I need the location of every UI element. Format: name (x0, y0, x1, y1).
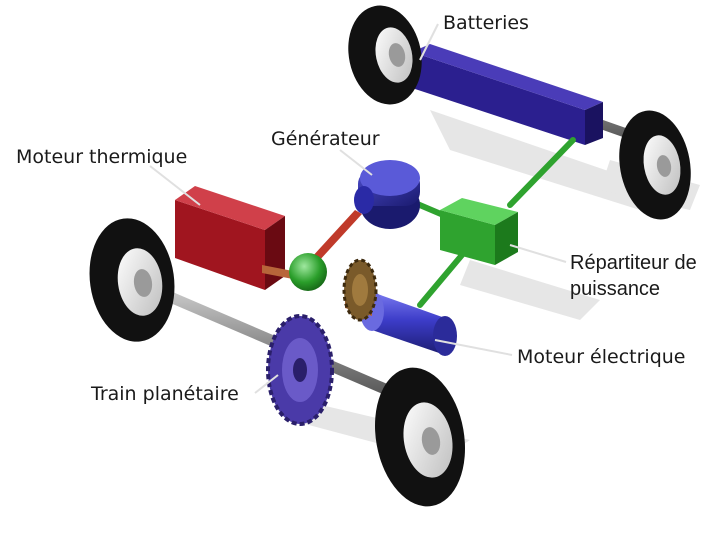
rear-right-wheel (619, 110, 691, 220)
label-train-planetaire: Train planétaire (91, 383, 239, 405)
front-left-wheel (89, 218, 175, 342)
label-repartiteur: Répartiteur de puissance (570, 252, 697, 300)
batteries-block (412, 44, 603, 145)
generator-shaft (311, 210, 362, 262)
generator-block (354, 160, 420, 229)
front-right-wheel (374, 367, 466, 507)
label-moteur-thermique: Moteur thermique (16, 146, 188, 168)
planetary-gear (266, 314, 334, 426)
leader-lines (149, 23, 567, 394)
label-generateur: Générateur (271, 128, 380, 150)
power-splitter-block (440, 198, 518, 265)
rear-left-wheel (348, 5, 422, 105)
label-moteur-electrique: Moteur électrique (517, 346, 686, 368)
combustion-engine-block (175, 186, 285, 290)
planetary-sphere (289, 253, 327, 291)
label-batteries: Batteries (443, 12, 529, 34)
engine-shaft (262, 265, 298, 280)
bronze-gear (342, 258, 378, 322)
